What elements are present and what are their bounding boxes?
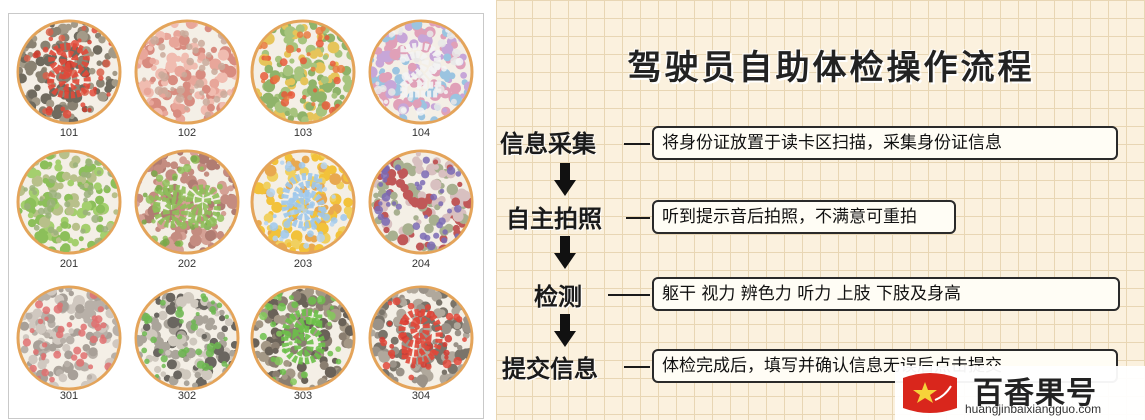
step-box-self-photo: 听到提示音后拍照，不满意可重拍 [652,200,956,234]
plate-figure: 8 [47,36,92,110]
color-plate-101: 8 [15,18,123,126]
step-label-info-collect: 信息采集 [500,130,596,158]
plate-label: 304 [411,390,431,402]
down-arrow-icon [554,163,576,196]
plate-figure: 6 [281,302,326,376]
step-box-info-collect: 将身份证放置于读卡区扫描，采集身份证信息 [652,126,1118,160]
color-plate-201 [15,148,123,256]
flow-title: 驾驶员自助体检操作流程 [627,48,1035,88]
step-label-test: 检测 [534,283,582,311]
color-plate-302 [133,284,241,392]
watermark-name: 百香果号 [973,376,1097,411]
connector-dash [624,366,650,368]
color-plate-202: 69 [133,148,241,256]
plate-figure: 69 [154,180,221,236]
color-plate-204 [367,148,475,256]
plates-frame: 8 101 102 103 2 104 201 69 202 6 203 204 301 302 6 303 9… [8,13,484,419]
down-arrow-icon [554,236,576,269]
plate-figure: 2 [399,36,444,110]
plate-label: 203 [293,258,313,270]
connector-dash [624,143,650,145]
watermark-url: huangjinbaixiangguo.com [965,402,1102,416]
color-plate-303: 6 [249,284,357,392]
plate-figure: 6 [281,166,326,240]
plate-label: 201 [59,258,79,270]
plate-label: 302 [177,390,197,402]
plate-figure: 9 [399,302,444,376]
step-box-test: 躯干 视力 辨色力 听力 上肢 下肢及身高 [652,277,1120,311]
plate-label: 202 [177,258,197,270]
brand-logo-icon [903,373,957,413]
plate-label: 303 [293,390,313,402]
color-plate-203: 6 [249,148,357,256]
plate-label: 104 [411,127,431,139]
step-label-submit: 提交信息 [502,355,598,383]
plate-label: 204 [411,258,431,270]
connector-dash [626,217,650,219]
site-watermark: 百香果号 huangjinbaixiangguo.com [895,366,1145,420]
step-label-self-photo: 自主拍照 [506,205,602,233]
plate-label: 103 [293,127,313,139]
color-plate-301 [15,284,123,392]
plate-label: 101 [59,127,79,139]
color-blindness-plates-panel: 8 101 102 103 2 104 201 69 202 6 203 204 301 302 6 303 9… [0,0,490,420]
self-exam-flowchart: 驾驶员自助体检操作流程 信息采集 将身份证放置于读卡区扫描，采集身份证信息 自主… [496,0,1145,420]
down-arrow-icon [554,314,576,347]
color-plate-103 [249,18,357,126]
plate-label: 102 [177,127,197,139]
color-plate-102 [133,18,241,126]
connector-dash [608,294,650,296]
plate-label: 301 [59,390,79,402]
color-plate-104: 2 [367,18,475,126]
color-plate-304: 9 [367,284,475,392]
